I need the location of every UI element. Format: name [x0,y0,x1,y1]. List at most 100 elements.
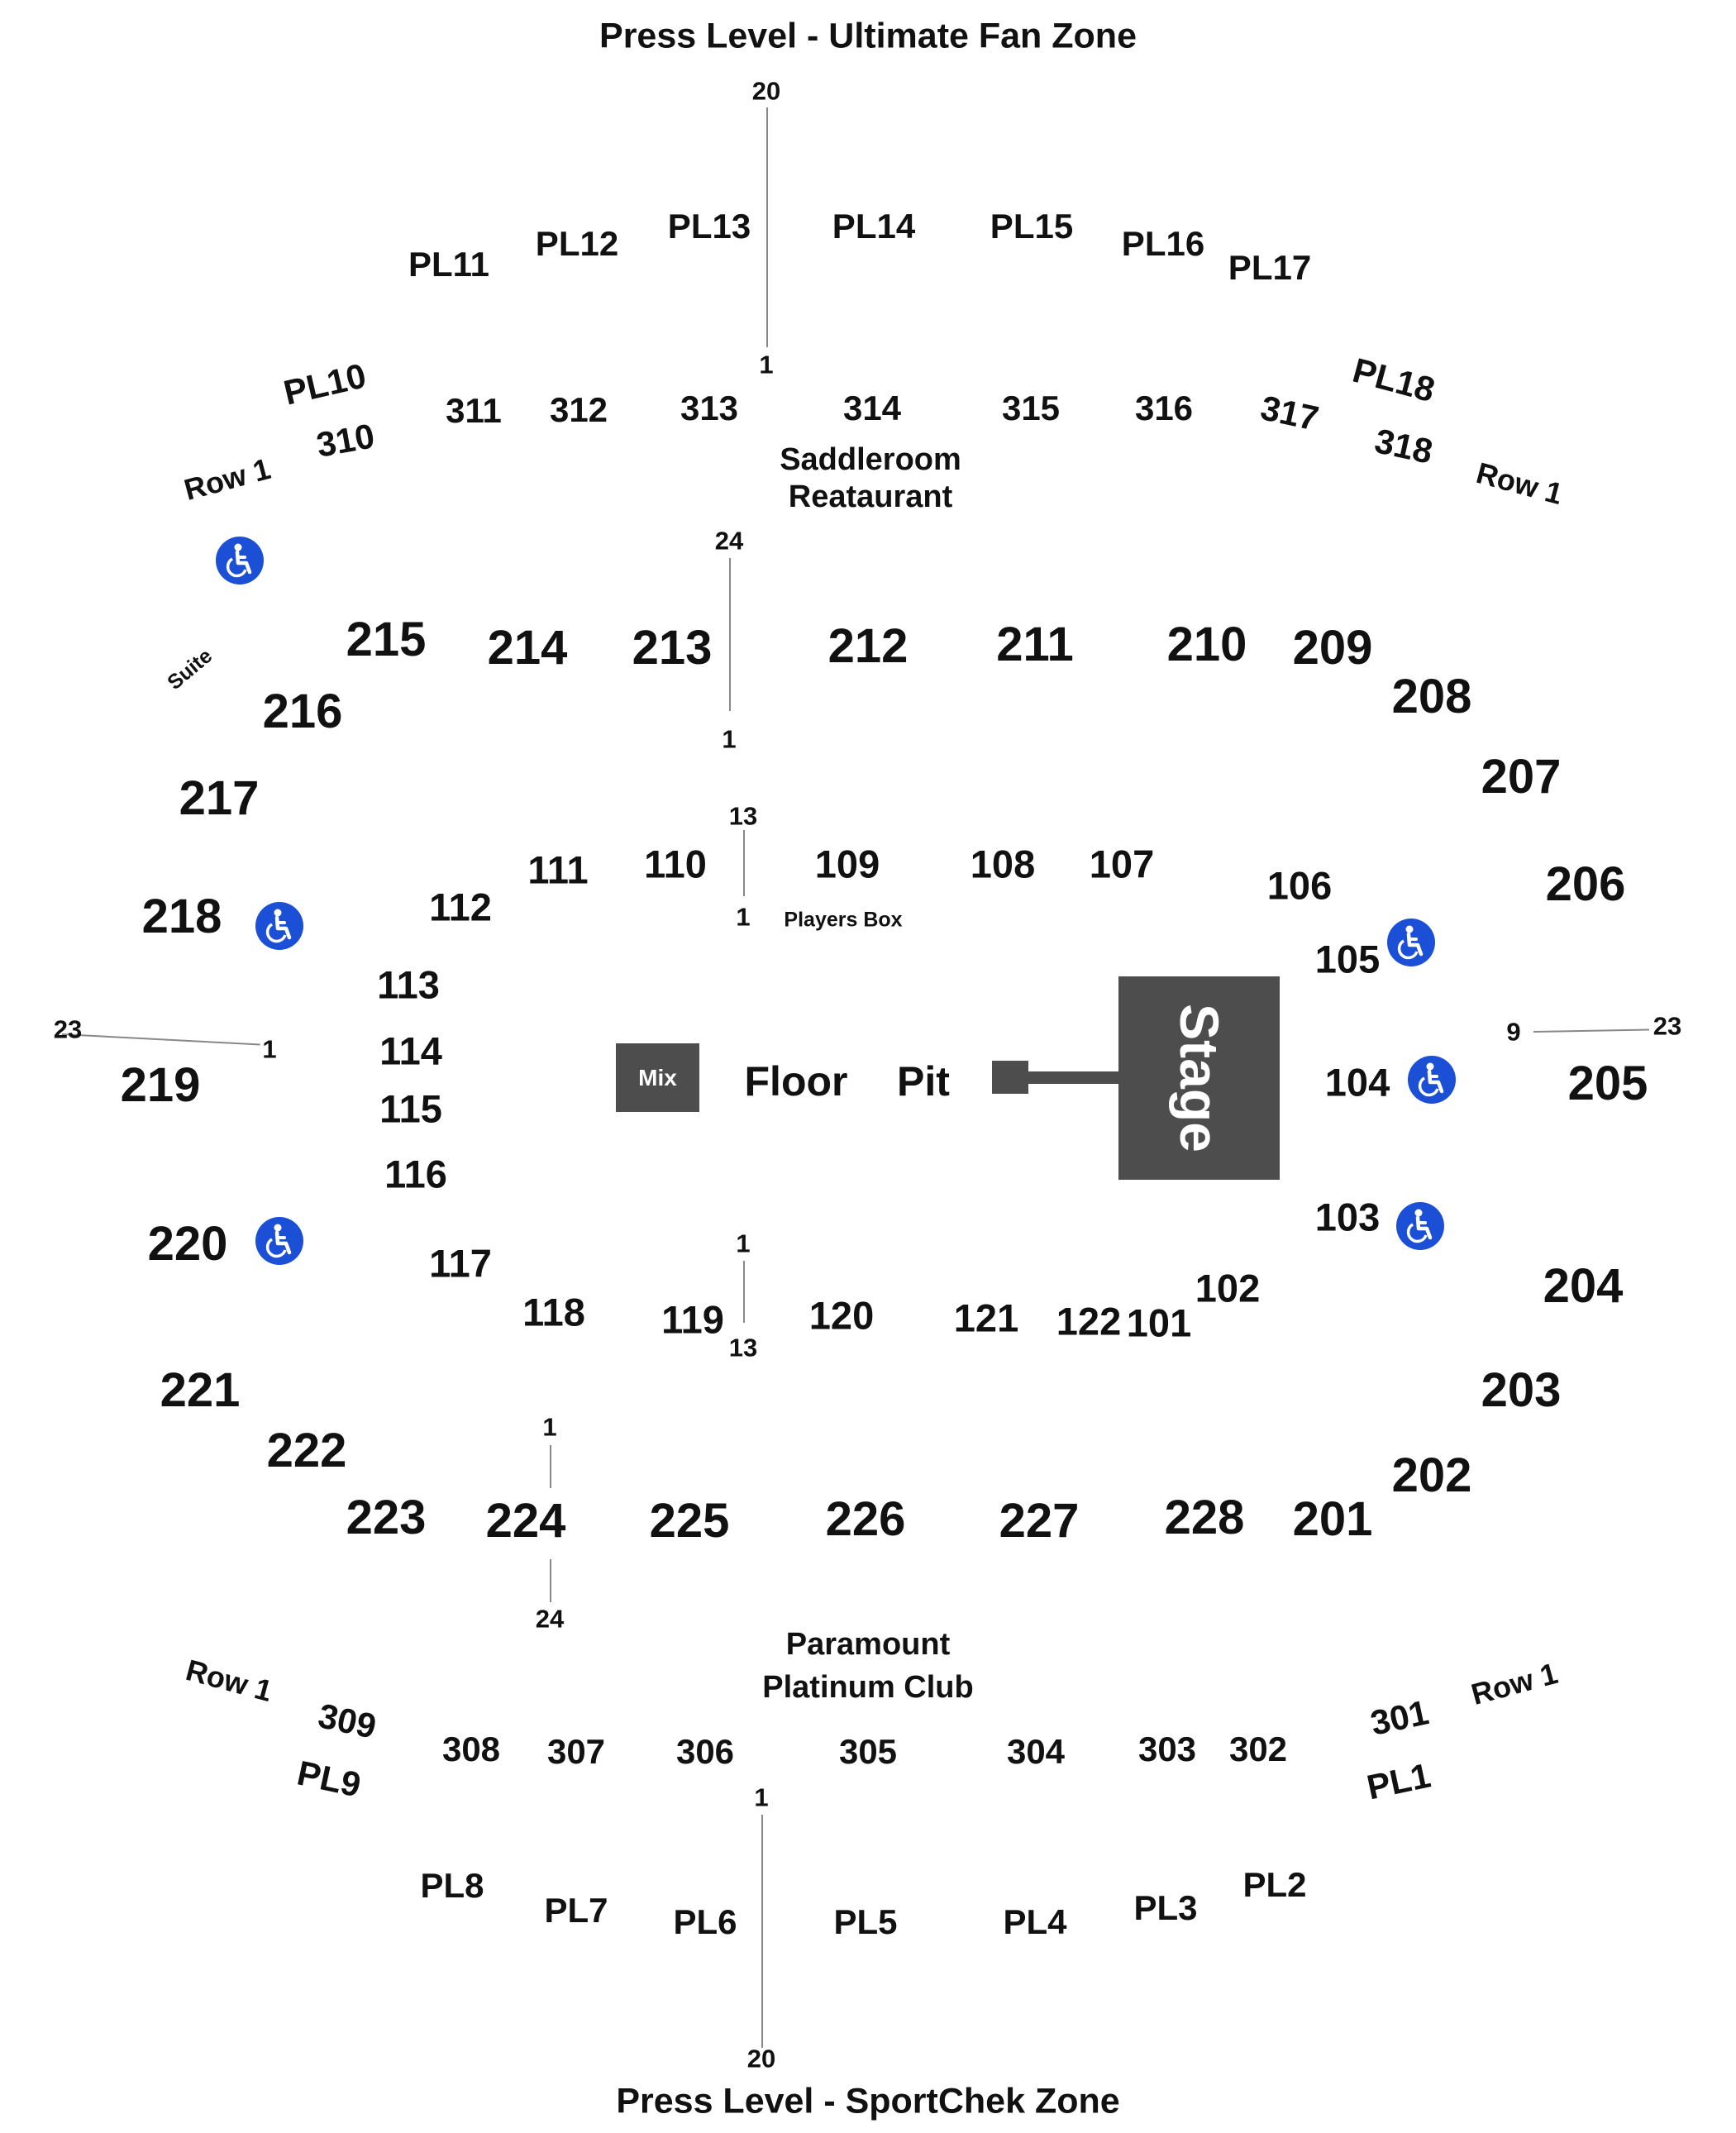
section-208[interactable]: 208 [1391,670,1472,723]
section-304[interactable]: 304 [1006,1732,1066,1771]
section-305[interactable]: 305 [838,1732,898,1771]
section-117[interactable]: 117 [429,1241,492,1286]
section-PL8[interactable]: PL8 [420,1866,484,1905]
section-228[interactable]: 228 [1164,1491,1245,1544]
section-227[interactable]: 227 [999,1494,1080,1548]
section-314[interactable]: 314 [842,389,902,427]
section-115[interactable]: 115 [379,1086,442,1131]
section-315[interactable]: 315 [1001,389,1061,427]
section-PL11[interactable]: PL11 [408,245,490,284]
stage[interactable]: Stage [1118,976,1280,1180]
section-310[interactable]: 310 [313,416,378,465]
section-210[interactable]: 210 [1166,618,1247,671]
section-201[interactable]: 201 [1292,1492,1373,1546]
section-113[interactable]: 113 [377,962,440,1007]
section-222[interactable]: 222 [266,1424,347,1477]
section-217[interactable]: 217 [179,771,260,825]
section-205[interactable]: 205 [1567,1057,1648,1110]
section-308[interactable]: 308 [441,1730,501,1768]
section-PL2[interactable]: PL2 [1242,1865,1307,1904]
stage-runway [1025,1071,1120,1084]
section-PL9[interactable]: PL9 [293,1753,365,1805]
section-119[interactable]: 119 [661,1297,724,1342]
section-317[interactable]: 317 [1257,388,1323,438]
section-313[interactable]: 313 [680,389,739,427]
section-215[interactable]: 215 [346,613,427,666]
mix-booth[interactable]: Mix [616,1043,699,1112]
section-PL4[interactable]: PL4 [1003,1902,1067,1941]
section-PL5[interactable]: PL5 [833,1902,898,1941]
section-122[interactable]: 122 [1056,1299,1122,1343]
section-221[interactable]: 221 [160,1363,241,1417]
section-102[interactable]: 102 [1195,1266,1261,1310]
section-116[interactable]: 116 [384,1152,447,1196]
section-PL10[interactable]: PL10 [279,356,370,413]
section-111[interactable]: 111 [527,847,589,892]
section-PL13[interactable]: PL13 [667,207,751,246]
saddleroom-label-line2: Reataurant [788,480,953,514]
section-PL17[interactable]: PL17 [1228,248,1312,287]
section-303[interactable]: 303 [1137,1730,1197,1768]
section-316[interactable]: 316 [1134,389,1194,427]
section-213[interactable]: 213 [632,621,713,675]
section-109[interactable]: 109 [814,842,880,886]
section-306[interactable]: 306 [675,1732,735,1771]
section-224[interactable]: 224 [485,1494,566,1548]
section-PL1[interactable]: PL1 [1363,1755,1434,1807]
section-112[interactable]: 112 [429,885,492,929]
section-PL15[interactable]: PL15 [990,207,1074,246]
section-PL18[interactable]: PL18 [1348,350,1439,410]
section-318[interactable]: 318 [1371,421,1437,471]
section-204[interactable]: 204 [1543,1259,1624,1313]
section-203[interactable]: 203 [1481,1363,1562,1417]
section-108[interactable]: 108 [970,842,1036,886]
section-206[interactable]: 206 [1545,857,1626,911]
row-number: 9 [1506,1017,1521,1047]
section-212[interactable]: 212 [827,619,909,673]
section-120[interactable]: 120 [808,1293,875,1338]
section-105[interactable]: 105 [1314,937,1381,981]
section-225[interactable]: 225 [649,1494,730,1548]
section-104[interactable]: 104 [1324,1060,1390,1105]
pit-label[interactable]: Pit [897,1058,950,1105]
section-312[interactable]: 312 [549,390,608,429]
section-302[interactable]: 302 [1228,1730,1288,1768]
section-214[interactable]: 214 [487,621,568,675]
aisle-line-left [61,1033,260,1046]
section-309[interactable]: 309 [314,1696,380,1746]
section-202[interactable]: 202 [1391,1448,1472,1502]
section-118[interactable]: 118 [522,1290,585,1334]
row-1-label: Row 1 [180,451,274,508]
section-218[interactable]: 218 [141,890,222,943]
section-PL3[interactable]: PL3 [1133,1888,1198,1927]
section-PL16[interactable]: PL16 [1121,224,1205,263]
section-207[interactable]: 207 [1481,750,1562,804]
zone-title-top: Press Level - Ultimate Fan Zone [599,16,1137,56]
section-103[interactable]: 103 [1314,1195,1381,1239]
section-101[interactable]: 101 [1126,1300,1192,1345]
section-209[interactable]: 209 [1292,621,1373,675]
row-number: 1 [736,1229,751,1258]
floor-label[interactable]: Floor [744,1058,848,1105]
section-PL12[interactable]: PL12 [535,224,619,263]
section-PL6[interactable]: PL6 [673,1902,737,1941]
section-114[interactable]: 114 [379,1028,442,1073]
section-307[interactable]: 307 [546,1732,606,1771]
wheelchair-icon [255,1217,303,1265]
section-311[interactable]: 311 [446,391,502,430]
section-110[interactable]: 110 [644,842,707,886]
section-216[interactable]: 216 [262,685,343,738]
row-number: 1 [759,350,774,379]
section-121[interactable]: 121 [953,1296,1019,1340]
section-107[interactable]: 107 [1089,842,1155,886]
section-211[interactable]: 211 [996,618,1074,671]
section-PL7[interactable]: PL7 [544,1891,608,1930]
section-223[interactable]: 223 [346,1491,427,1544]
section-301[interactable]: 301 [1366,1692,1433,1743]
section-226[interactable]: 226 [825,1492,906,1546]
section-PL14[interactable]: PL14 [832,207,916,246]
section-106[interactable]: 106 [1266,863,1333,908]
section-220[interactable]: 220 [147,1217,228,1271]
section-219[interactable]: 219 [120,1058,201,1112]
